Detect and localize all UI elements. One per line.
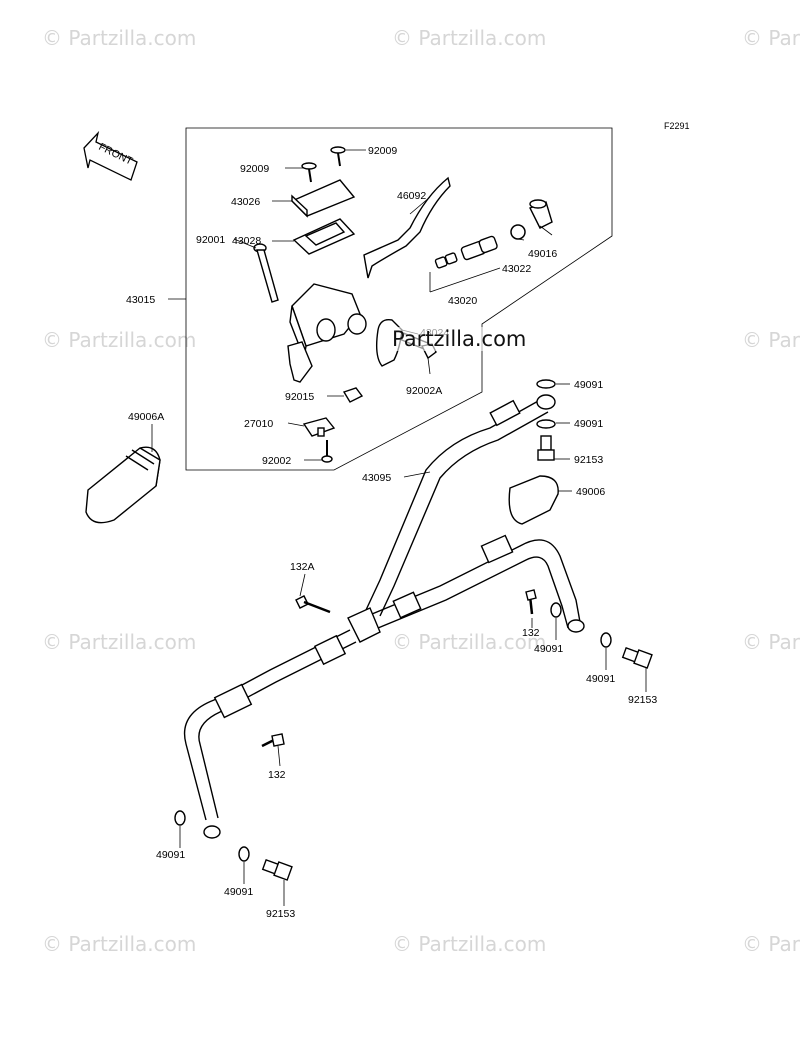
part-number-label: 92002A xyxy=(406,385,442,397)
washer-icon xyxy=(536,419,556,429)
part-number-label: 43095 xyxy=(362,472,391,484)
part-number-label: 43020 xyxy=(448,295,477,307)
part-number-label: 132 xyxy=(522,627,540,639)
washer-icon xyxy=(600,632,612,648)
washer-icon xyxy=(536,379,556,389)
washer-icon xyxy=(174,810,186,826)
brake-hose-icon xyxy=(371,534,585,633)
screw-icon xyxy=(321,440,333,463)
part-number-label: 46092 xyxy=(397,190,426,202)
part-number-label: 49091 xyxy=(534,643,563,655)
center-watermark-text: Partzilla.com xyxy=(392,327,527,351)
brake-hose-icon xyxy=(365,394,556,617)
bolt-icon xyxy=(295,595,331,614)
part-number-label: 49091 xyxy=(574,379,603,391)
piston-kit-icon xyxy=(429,235,501,293)
center-watermark: Partzilla.com xyxy=(392,327,527,351)
circlip-icon xyxy=(510,224,526,240)
master-cylinder-icon xyxy=(287,283,367,383)
watermark: © Partzilla.com xyxy=(392,932,547,956)
part-number-label: 49091 xyxy=(574,418,603,430)
part-number-label: 92153 xyxy=(628,694,657,706)
brake-switch-icon xyxy=(302,417,336,437)
washer-icon xyxy=(238,846,250,862)
part-number-label: 43022 xyxy=(502,263,531,275)
brake-lever-icon xyxy=(363,176,451,279)
part-labels: 92009 92009 43026 46092 43028 92001 4901… xyxy=(126,145,657,920)
watermark: © Partzilla.com xyxy=(742,328,800,352)
bolt-icon xyxy=(525,589,537,615)
part-number-label: 49006 xyxy=(576,486,605,498)
diagram-code: F2291 xyxy=(664,121,690,131)
watermark: © Partzilla.com xyxy=(392,630,547,654)
reservoir-cover-icon xyxy=(85,446,161,524)
part-number-label: 132 xyxy=(268,769,286,781)
part-number-label: 43028 xyxy=(232,235,261,247)
part-number-label: 92153 xyxy=(574,454,603,466)
watermark: © Partzilla.com xyxy=(42,328,197,352)
washer-icon xyxy=(550,602,562,618)
part-number-label: 49006A xyxy=(128,411,164,423)
part-number-label: 92153 xyxy=(266,908,295,920)
part-number-label: 43026 xyxy=(231,196,260,208)
part-number-label: 92015 xyxy=(285,391,314,403)
part-number-label: 132A xyxy=(290,561,315,573)
part-number-label: 49091 xyxy=(224,886,253,898)
front-arrow-icon: FRONT xyxy=(83,130,138,181)
watermark: © Partzilla.com xyxy=(742,26,800,50)
splitter-icon xyxy=(347,607,381,643)
part-number-label: 92002 xyxy=(262,455,291,467)
banjo-bolt-icon xyxy=(621,647,653,669)
part-number-label: 92009 xyxy=(368,145,397,157)
part-number-label: 92001 xyxy=(196,234,225,246)
watermark: © Partzilla.com xyxy=(742,630,800,654)
assembly-outline xyxy=(185,127,613,471)
watermark: © Partzilla.com xyxy=(392,26,547,50)
part-number-label: 49016 xyxy=(528,248,557,260)
part-number-label: 27010 xyxy=(244,418,273,430)
brake-hose-icon xyxy=(183,629,357,839)
joint-icon xyxy=(508,475,559,525)
bolt-icon xyxy=(253,243,279,303)
part-number-label: 49091 xyxy=(156,849,185,861)
bolt-icon xyxy=(261,733,285,748)
watermark: © Partzilla.com xyxy=(42,932,197,956)
banjo-bolt-icon xyxy=(261,859,293,881)
watermark: © Partzilla.com xyxy=(42,630,197,654)
watermark: © Partzilla.com xyxy=(742,932,800,956)
watermark: © Partzilla.com xyxy=(42,26,197,50)
nut-icon xyxy=(342,387,364,403)
part-number-label: 43015 xyxy=(126,294,155,306)
part-number-label: 49091 xyxy=(586,673,615,685)
screw-icon xyxy=(301,146,346,183)
banjo-bolt-icon xyxy=(537,435,555,461)
part-number-label: 92009 xyxy=(240,163,269,175)
